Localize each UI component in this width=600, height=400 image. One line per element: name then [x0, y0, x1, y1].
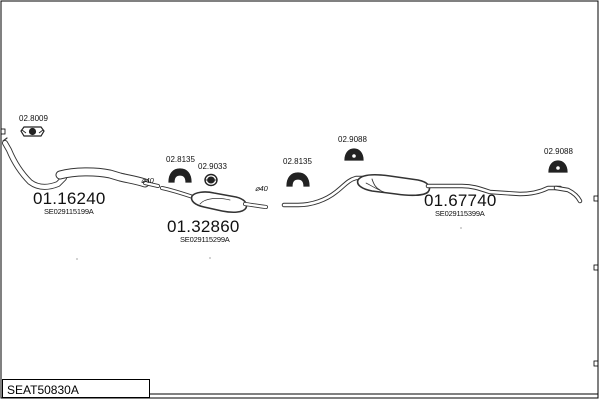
left-edge-marker: [0, 128, 6, 135]
reference-dot: [460, 227, 462, 229]
part-number: 01.67740: [424, 191, 497, 210]
accessory-label: 02.8135: [283, 157, 312, 166]
rubber-hanger-icon: [344, 148, 364, 161]
front-pipe: [2, 137, 160, 190]
diameter-label: ⌀40: [255, 184, 268, 193]
oem-reference: SE029115299A: [180, 235, 230, 244]
rubber-mount-icon: [168, 168, 192, 183]
accessory-label: 02.9088: [338, 135, 367, 144]
kit-code: SEAT50830A: [7, 383, 79, 397]
right-edge-marker-3: [593, 360, 599, 367]
gasket-icon: [20, 126, 45, 137]
rubber-hanger-icon: [548, 160, 568, 173]
part-number: 01.16240: [33, 189, 106, 208]
reference-dot: [209, 257, 211, 259]
clamp-ring-icon: [204, 173, 218, 187]
kit-code-box: SEAT50830A: [2, 379, 150, 398]
right-edge-marker: [593, 195, 599, 202]
right-edge-marker-2: [593, 264, 599, 271]
reference-dot: [76, 258, 78, 260]
accessory-label: 02.9033: [198, 162, 227, 171]
accessory-label: 02.8135: [166, 155, 195, 164]
oem-reference: SE029115199A: [44, 207, 94, 216]
oem-reference: SE029115399A: [435, 209, 485, 218]
diameter-label: ⌀40: [141, 176, 154, 185]
accessory-label: 02.8009: [19, 114, 48, 123]
middle-silencer: [160, 186, 268, 214]
rear-silencer: [281, 174, 583, 208]
part-number: 01.32860: [167, 217, 240, 236]
rubber-mount-icon: [286, 172, 310, 187]
accessory-label: 02.9088: [544, 147, 573, 156]
